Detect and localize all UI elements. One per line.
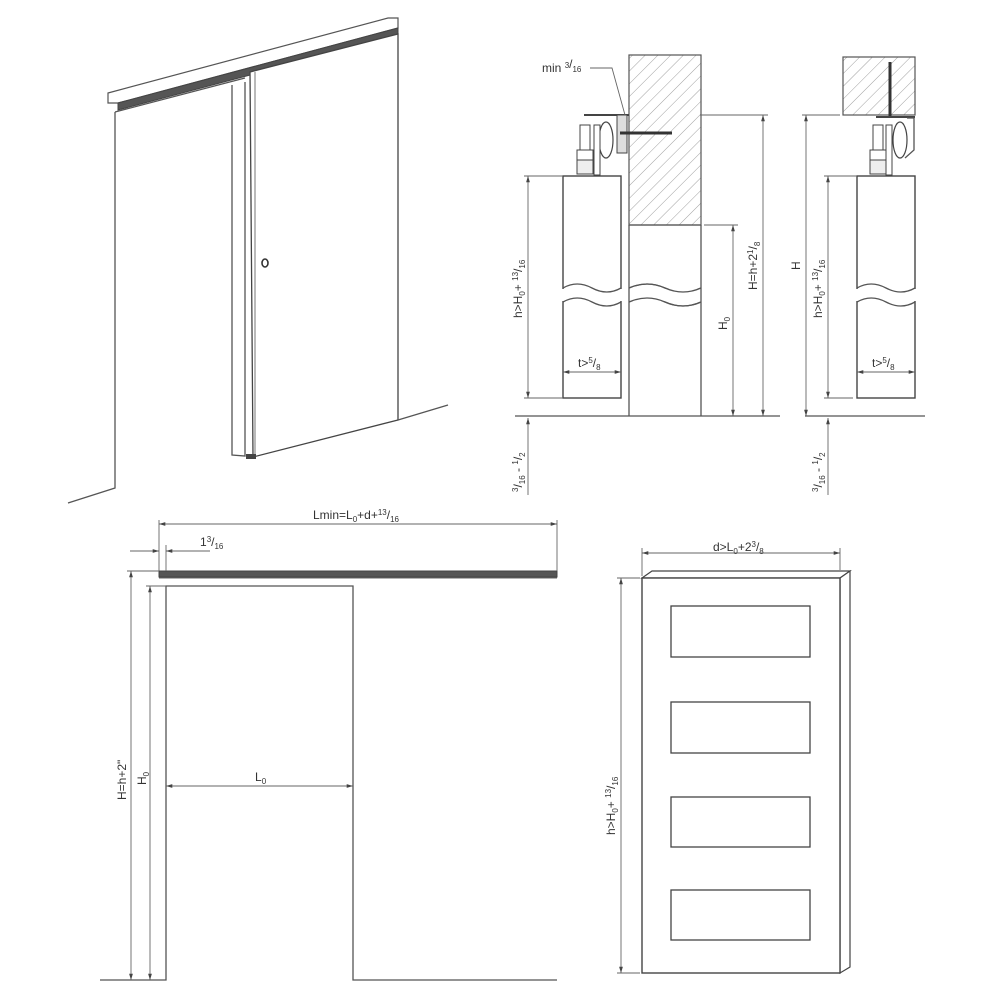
perspective-view bbox=[67, 17, 449, 504]
label-opening-height: H0 bbox=[716, 316, 732, 330]
label-thickness-ceiling: t>5/8 bbox=[872, 356, 895, 372]
label-rail-length: Lmin=L0+d+13/16 bbox=[313, 508, 400, 524]
label-min-clearance: min 3/16 bbox=[542, 57, 582, 75]
label-total-height-elev: H=h+2" bbox=[115, 760, 129, 800]
wall-bracket-hardware bbox=[576, 114, 672, 176]
label-door-height-panel: h>H0+ 13/16 bbox=[604, 776, 620, 835]
label-thickness: t>5/8 bbox=[578, 356, 601, 372]
label-total-height: H=h+21/8 bbox=[746, 241, 762, 290]
label-door-width: d>L0+23/8 bbox=[713, 540, 764, 556]
wall-mount-section: min 3/16 h>H0+ 13/16 H=h+21/8 H0 t>5/8 3… bbox=[511, 54, 780, 495]
door-handle bbox=[261, 258, 269, 268]
label-floor-gap: 3/16 - 1/2 bbox=[511, 452, 527, 492]
door-inset-panel-3 bbox=[670, 796, 811, 848]
label-floor-gap-ceiling: 3/16 - 1/2 bbox=[811, 452, 827, 492]
ceiling-mount-section: H h>H0+ 13/16 t>5/8 3/16 - 1/2 bbox=[789, 56, 925, 495]
label-door-height: h>H0+ 13/16 bbox=[511, 259, 527, 318]
label-opening-width: L0 bbox=[255, 770, 267, 786]
front-elevation: Lmin=L0+d+13/16 13/16 H=h+2" H0 L0 bbox=[100, 508, 558, 981]
door-slab bbox=[249, 33, 399, 458]
rail-elevation bbox=[158, 570, 558, 578]
label-opening-height-elev: H0 bbox=[135, 771, 151, 785]
door-panel-view: d>L0+23/8 h>H0+ 13/16 bbox=[604, 540, 852, 975]
label-rail-offset: 13/16 bbox=[200, 535, 224, 551]
door-inset-panel-4 bbox=[670, 889, 811, 941]
label-door-height-ceiling: h>H0+ 13/16 bbox=[811, 259, 827, 318]
door-inset-panel-2 bbox=[670, 701, 811, 754]
door-inset-panel-1 bbox=[670, 605, 811, 658]
label-total-height-ceiling: H bbox=[789, 261, 803, 270]
